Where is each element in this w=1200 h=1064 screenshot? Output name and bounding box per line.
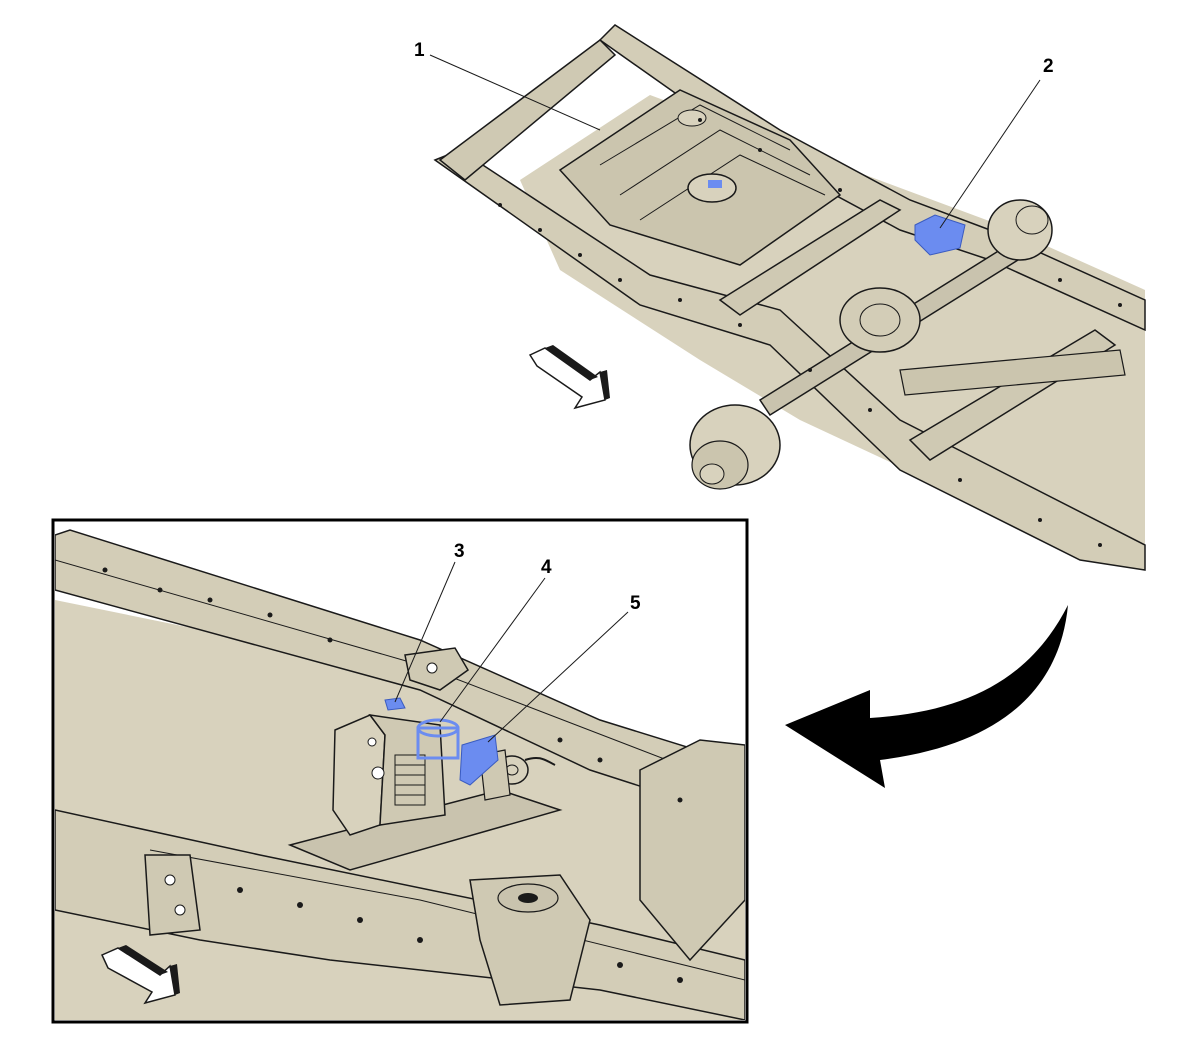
inset-border — [51, 518, 749, 1024]
inset-frame-rivets — [102, 567, 683, 983]
front-direction-arrow-icon — [528, 345, 610, 410]
rear-hub-right — [987, 199, 1053, 261]
leader-line-4 — [439, 577, 546, 723]
frame-crossmember-front — [438, 39, 617, 181]
leader-line-5 — [487, 611, 629, 743]
inset-spring-mount — [469, 874, 591, 1006]
frame-left-rail — [433, 149, 1146, 571]
highlight-part-4 — [416, 718, 460, 760]
driveshaft — [899, 349, 1126, 396]
callout-2: 2 — [1043, 56, 1054, 77]
leader-line-3 — [394, 561, 456, 703]
highlight-part-3 — [384, 697, 406, 711]
detail-inset — [51, 518, 749, 1024]
callout-3: 3 — [454, 541, 465, 562]
highlight-part-2-module — [914, 214, 966, 256]
highlight-part-1-connector — [708, 180, 722, 188]
callout-1: 1 — [414, 40, 425, 61]
callout-4: 4 — [541, 557, 552, 578]
front-direction-arrow-icon — [100, 945, 180, 1005]
inset-upper-rail — [55, 529, 745, 821]
highlight-part-5 — [459, 734, 499, 786]
inset-mount-bracket — [144, 854, 201, 936]
frame-rivets — [498, 118, 1122, 547]
leader-line-1 — [429, 54, 601, 131]
rear-axle — [689, 199, 1126, 490]
leader-line-2 — [939, 79, 1041, 229]
frame-crossmember-mid — [718, 199, 902, 316]
callout-5: 5 — [630, 593, 641, 614]
differential — [839, 287, 921, 353]
fuel-tank — [558, 89, 842, 266]
inset-rear-bracket — [639, 739, 745, 962]
chassis-overview — [433, 24, 1146, 571]
curved-zoom-arrow-icon — [785, 605, 1068, 788]
